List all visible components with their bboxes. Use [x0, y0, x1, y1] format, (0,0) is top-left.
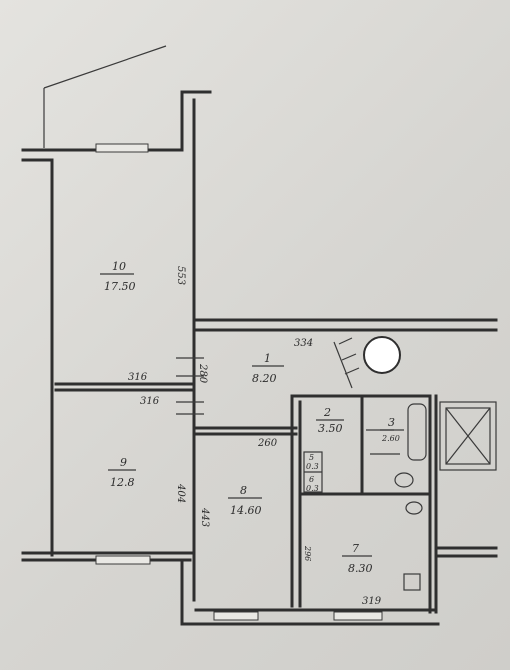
room-number-9: 9	[120, 456, 127, 469]
room-number-10: 10	[112, 260, 126, 273]
window-room-8	[213, 611, 259, 621]
closet-area-5: 0.3	[306, 462, 319, 471]
dimension-316-upper: 316	[128, 372, 148, 383]
toilet-icon	[394, 472, 414, 488]
room-area-7: 8.30	[348, 562, 373, 575]
room-10: 10 17.50	[100, 260, 136, 293]
stove-icon	[403, 573, 421, 591]
circle-symbol	[363, 336, 401, 374]
sink-icon	[405, 501, 423, 515]
dimensions: 553 316 316 280 334 260 404 443 319 296	[128, 266, 382, 607]
fixtures	[303, 336, 427, 591]
room-1: 1 8.20	[252, 352, 284, 385]
closet-number-5: 5	[309, 453, 314, 462]
dimension-404: 404	[175, 483, 186, 503]
dimension-280: 280	[197, 363, 208, 384]
windows	[95, 143, 383, 621]
room-number-1: 1	[264, 352, 271, 365]
window-room-9	[95, 555, 151, 565]
closet-area-6: 0.3	[306, 484, 319, 493]
walls	[21, 90, 498, 626]
room-8: 8 14.60	[228, 484, 262, 517]
window-room-10	[95, 143, 149, 153]
dimension-443: 443	[199, 507, 210, 527]
balcony	[43, 45, 167, 148]
room-7: 7 8.30	[342, 542, 373, 575]
dimension-260: 260	[257, 438, 278, 449]
closet-number-6: 6	[309, 475, 314, 484]
dimension-319: 319	[362, 596, 382, 607]
room-area-8: 14.60	[230, 504, 262, 517]
room-9: 9 12.8	[108, 456, 136, 489]
dimension-553: 553	[175, 266, 186, 285]
room-area-10: 17.50	[104, 280, 136, 293]
ventilation-shaft	[439, 401, 497, 471]
room-area-2: 3.50	[318, 422, 343, 435]
closet-6: 6 0.3	[306, 475, 319, 493]
room-3: 3 2.60	[380, 416, 404, 443]
closet-5: 5 0.3	[306, 453, 319, 471]
room-number-3: 3	[388, 416, 395, 429]
room-number-2: 2	[323, 406, 331, 419]
room-2: 2 3.50	[316, 406, 344, 435]
room-area-9: 12.8	[110, 476, 135, 489]
dimension-296: 296	[303, 545, 312, 561]
room-number-8: 8	[240, 484, 247, 497]
room-area-1: 8.20	[252, 372, 277, 385]
room-area-3: 2.60	[381, 434, 400, 443]
dimension-316-lower: 316	[140, 396, 160, 407]
window-room-7	[333, 611, 383, 621]
door-ticks	[176, 337, 400, 455]
dimension-334: 334	[294, 338, 313, 349]
room-number-7: 7	[352, 542, 359, 555]
bathtub-icon	[407, 403, 427, 461]
